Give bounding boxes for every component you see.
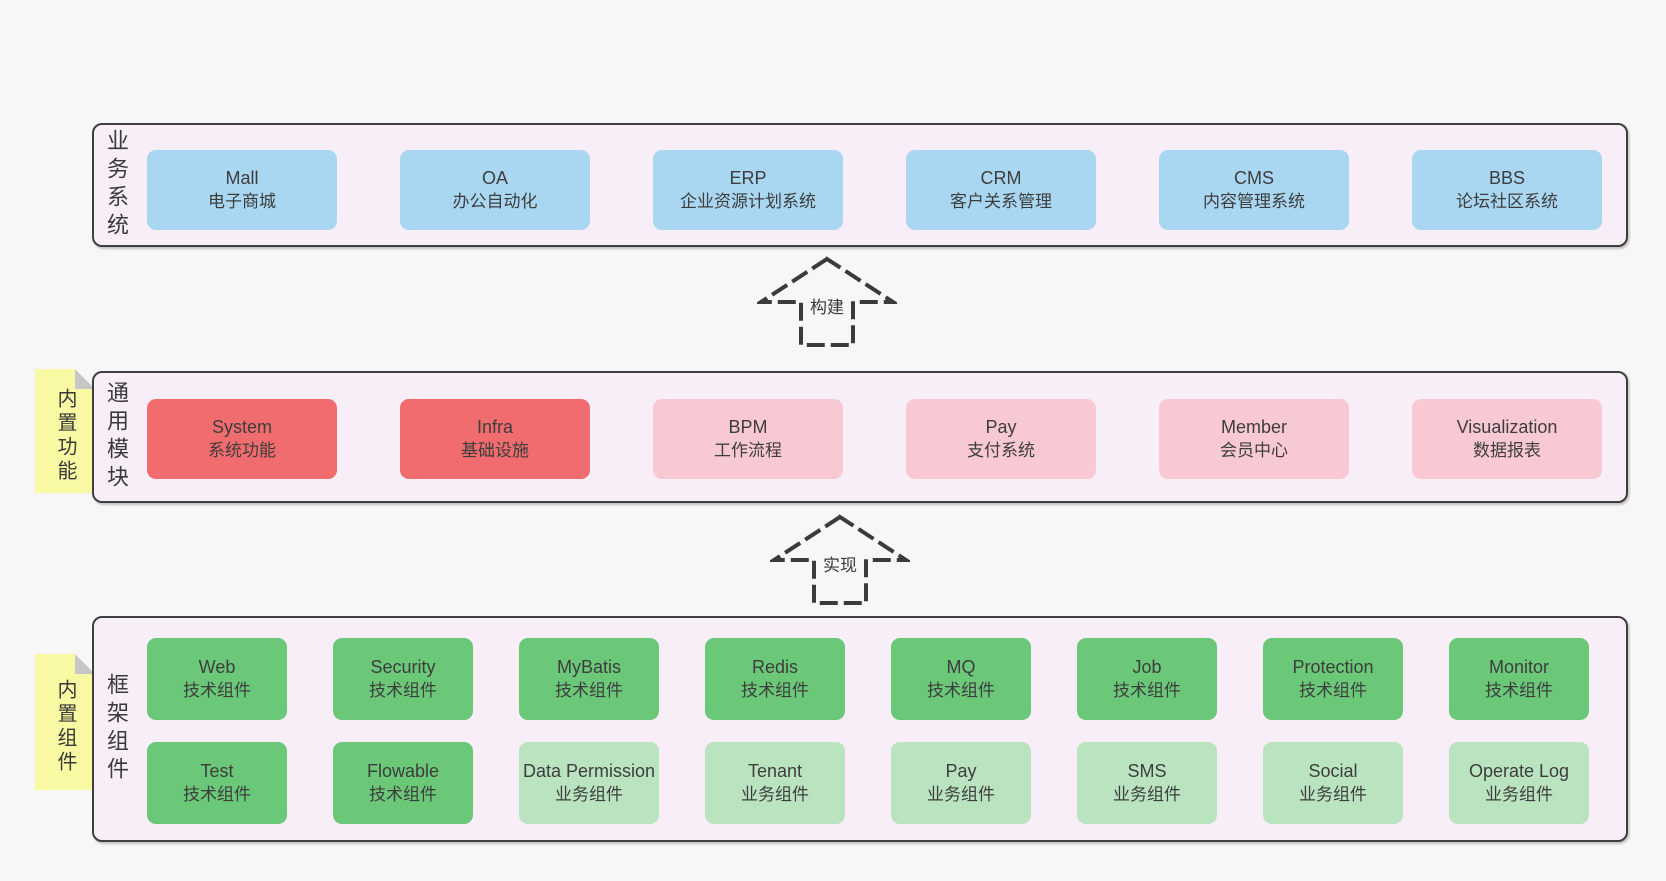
panel-title-business-systems: 业务系统 xyxy=(104,129,129,241)
box-tenant: Tenant 业务组件 xyxy=(705,742,845,824)
box-mall: Mall 电子商城 xyxy=(147,150,337,230)
box-infra: Infra 基础设施 xyxy=(400,399,590,479)
box-mq: MQ 技术组件 xyxy=(891,638,1031,720)
box-monitor: Monitor 技术组件 xyxy=(1449,638,1589,720)
box-erp: ERP 企业资源计划系统 xyxy=(653,150,843,230)
arrow-label-implement: 实现 xyxy=(820,554,860,579)
up-arrow-implement: 实现 xyxy=(770,514,910,606)
box-flowable: Flowable 技术组件 xyxy=(333,742,473,824)
sticky-label: 内置功能 xyxy=(54,388,76,484)
framework-box-row-2: Test 技术组件 Flowable 技术组件 Data Permission … xyxy=(147,742,1589,824)
up-arrow-icon xyxy=(757,256,897,347)
box-security: Security 技术组件 xyxy=(333,638,473,720)
box-mybatis: MyBatis 技术组件 xyxy=(519,638,659,720)
box-test: Test 技术组件 xyxy=(147,742,287,824)
box-redis: Redis 技术组件 xyxy=(705,638,845,720)
box-system: System 系统功能 xyxy=(147,399,337,479)
box-cms: CMS 内容管理系统 xyxy=(1159,150,1349,230)
box-data-permission: Data Permission 业务组件 xyxy=(519,742,659,824)
box-pay-system: Pay 支付系统 xyxy=(906,399,1096,479)
box-member: Member 会员中心 xyxy=(1159,399,1349,479)
panel-business-systems: 业务系统 Mall 电子商城 OA 办公自动化 ERP 企业资源计划系统 CRM… xyxy=(92,123,1628,247)
box-protection: Protection 技术组件 xyxy=(1263,638,1403,720)
panel-common-modules: 通用模块 System 系统功能 Infra 基础设施 BPM 工作流程 Pay… xyxy=(92,371,1628,503)
sticky-label: 内置组件 xyxy=(54,679,76,775)
box-visualization: Visualization 数据报表 xyxy=(1412,399,1602,479)
up-arrow-build: 构建 xyxy=(757,256,897,348)
common-box-row: System 系统功能 Infra 基础设施 BPM 工作流程 Pay 支付系统… xyxy=(147,399,1602,479)
framework-box-row-1: Web 技术组件 Security 技术组件 MyBatis 技术组件 Redi… xyxy=(147,638,1589,720)
box-sms: SMS 业务组件 xyxy=(1077,742,1217,824)
business-box-row: Mall 电子商城 OA 办公自动化 ERP 企业资源计划系统 CRM 客户关系… xyxy=(147,150,1602,230)
panel-title-framework-components: 框架组件 xyxy=(104,673,129,785)
panel-title-common-modules: 通用模块 xyxy=(104,381,129,493)
sticky-note-built-in-components: 内置组件 xyxy=(35,654,95,790)
box-operate-log: Operate Log 业务组件 xyxy=(1449,742,1589,824)
sticky-note-built-in-features: 内置功能 xyxy=(35,369,95,493)
up-arrow-icon xyxy=(770,514,910,605)
box-job: Job 技术组件 xyxy=(1077,638,1217,720)
box-web: Web 技术组件 xyxy=(147,638,287,720)
box-oa: OA 办公自动化 xyxy=(400,150,590,230)
box-bbs: BBS 论坛社区系统 xyxy=(1412,150,1602,230)
arrow-label-build: 构建 xyxy=(807,296,847,321)
box-crm: CRM 客户关系管理 xyxy=(906,150,1096,230)
box-bpm: BPM 工作流程 xyxy=(653,399,843,479)
box-social: Social 业务组件 xyxy=(1263,742,1403,824)
panel-framework-components: 框架组件 Web 技术组件 Security 技术组件 MyBatis 技术组件… xyxy=(92,616,1628,842)
box-pay-component: Pay 业务组件 xyxy=(891,742,1031,824)
